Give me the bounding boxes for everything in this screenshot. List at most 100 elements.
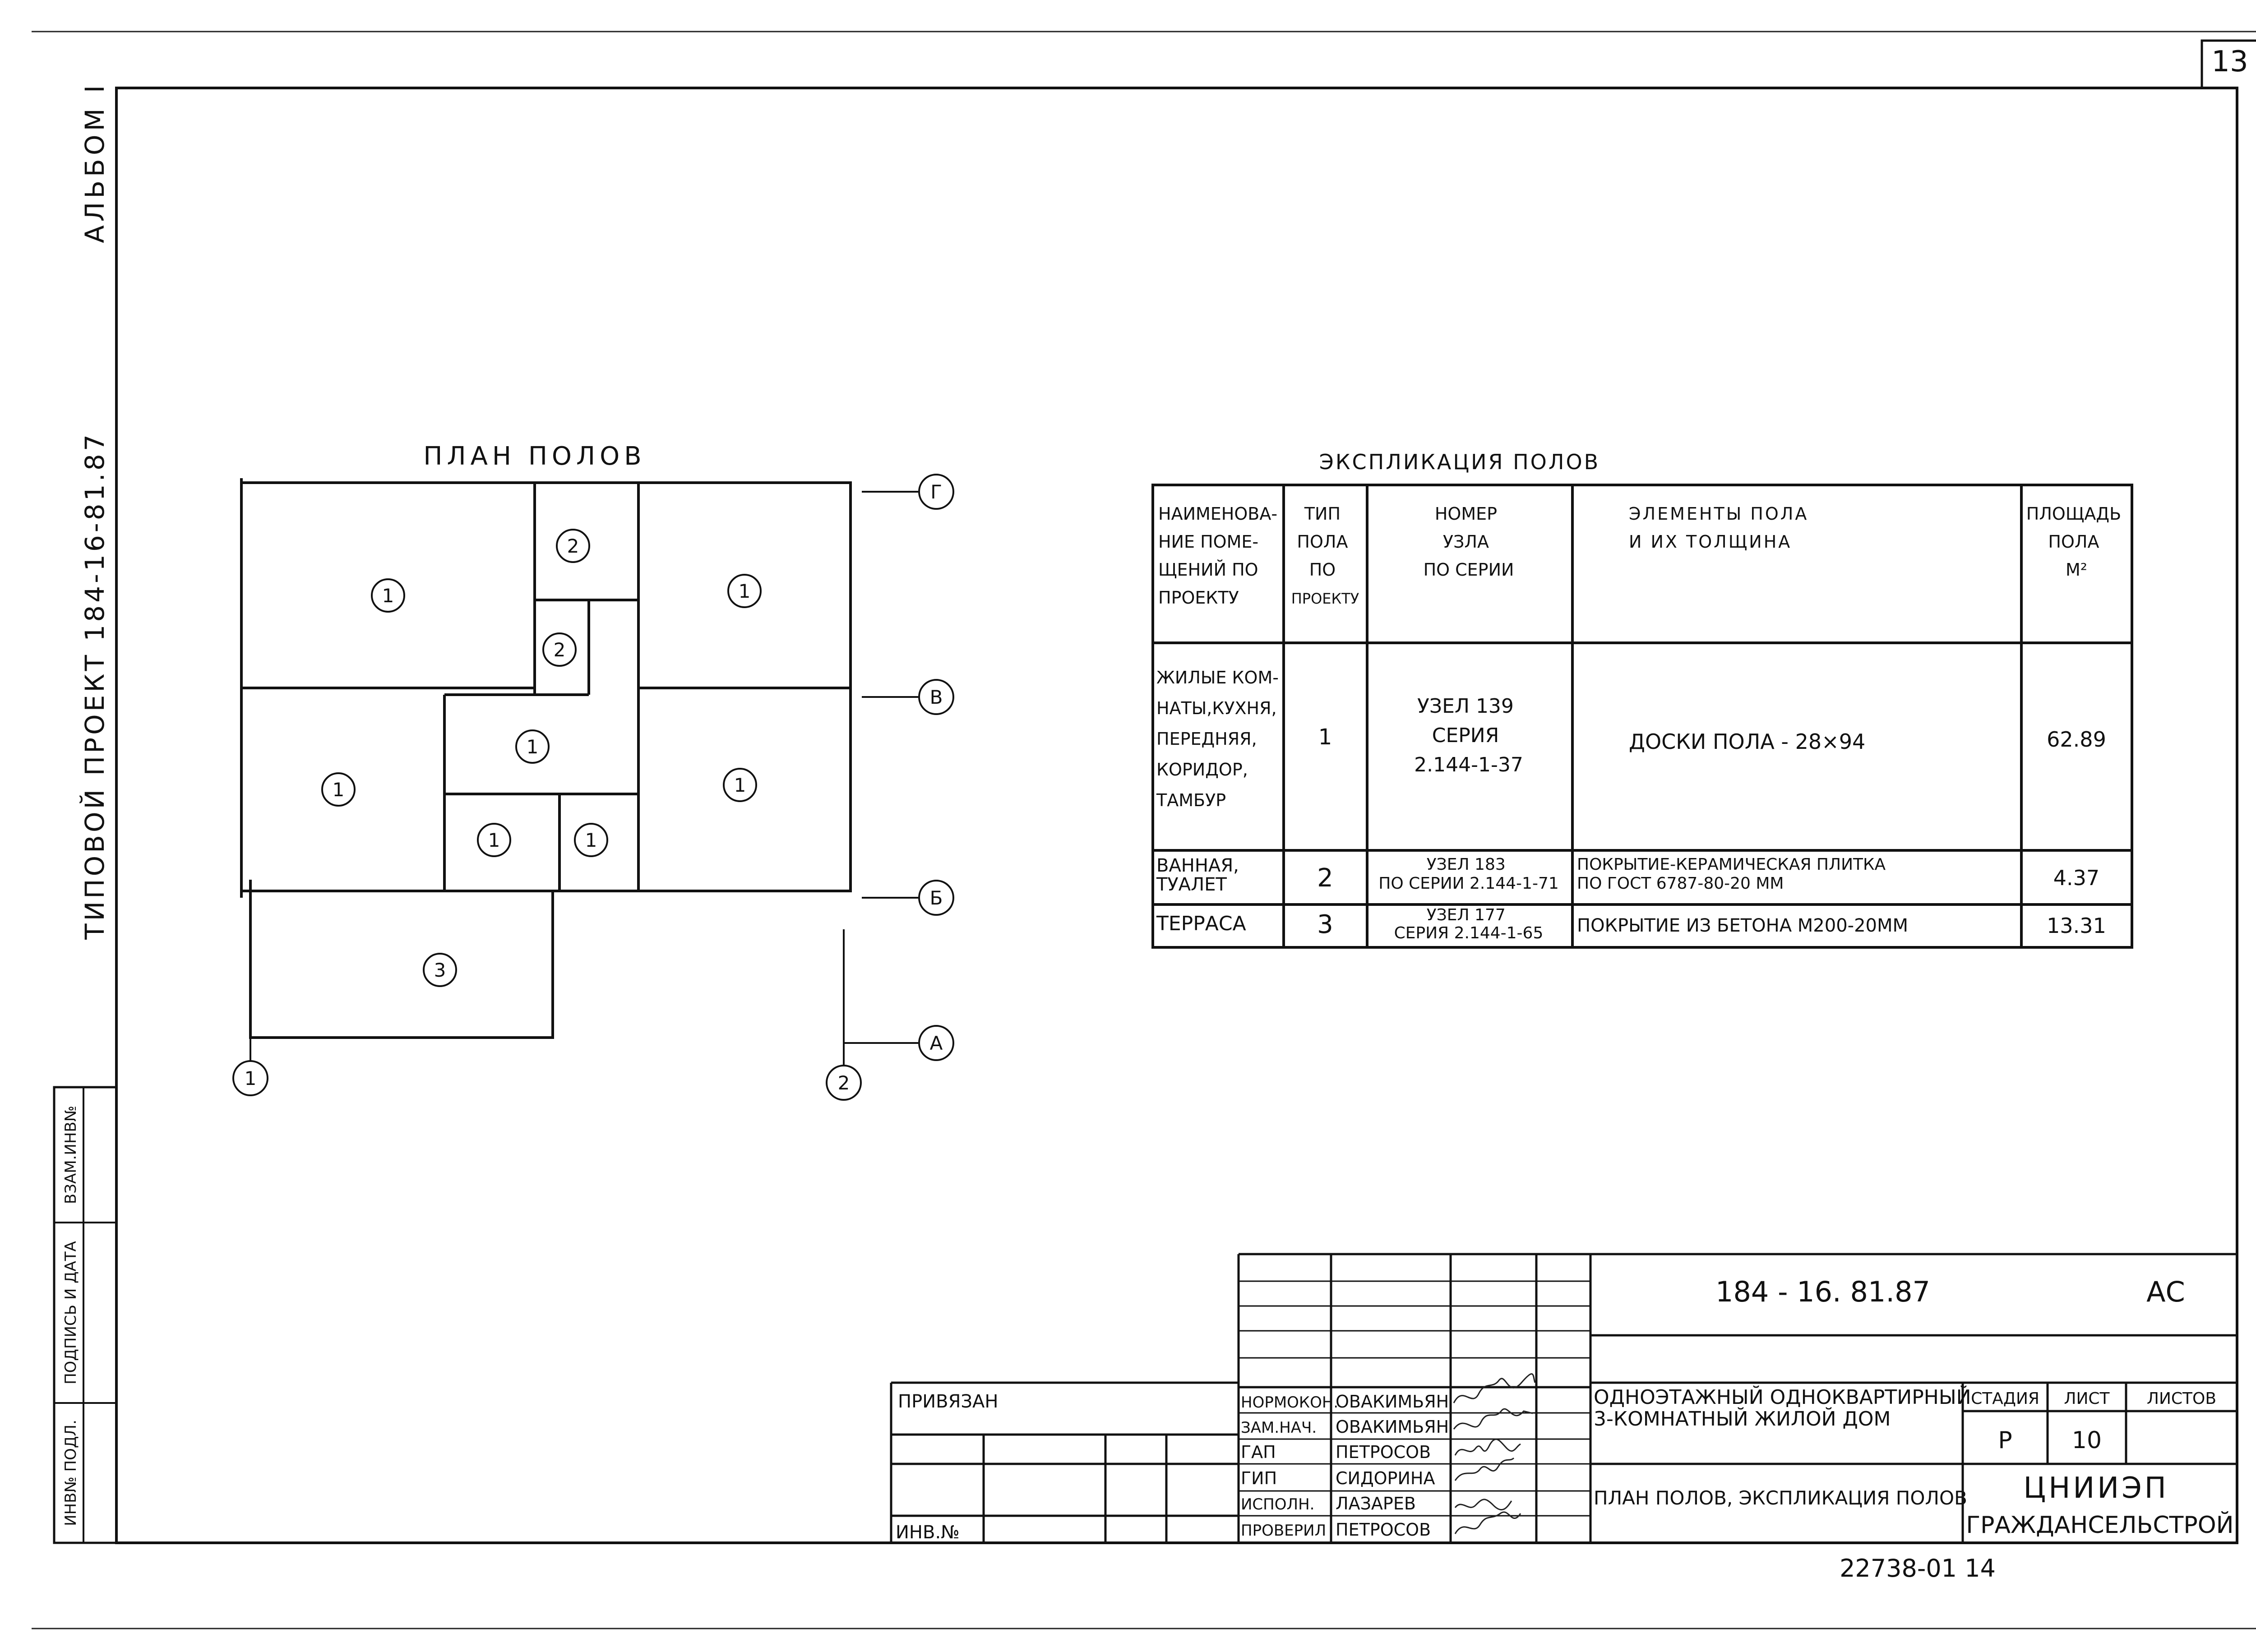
svg-text:1: 1 xyxy=(382,585,394,607)
axis-marker-a: А xyxy=(918,1025,954,1061)
axis-marker-b: Б xyxy=(918,880,954,916)
row-floor-type: 2 xyxy=(1317,863,1333,893)
plan-walls xyxy=(240,478,852,1039)
page-number-box: 13 xyxy=(2201,39,2256,88)
row-elements: ПОКРЫТИЕ ИЗ БЕТОНА М200-20ММ xyxy=(1577,915,1908,936)
table-row: ВАННАЯ, ТУАЛЕТ 2 УЗЕЛ 183 ПО СЕРИИ 2.144… xyxy=(1156,855,2099,895)
page-number: 13 xyxy=(2211,45,2248,78)
header-floor-area: ПЛОЩАДЬ ПОЛА М² xyxy=(2026,504,2127,580)
grid-axes: Г В Б А 1 2 xyxy=(232,474,954,1101)
row-room-name: ТЕРРАСА xyxy=(1156,912,1246,935)
staff-role: ГИП xyxy=(1241,1468,1277,1488)
document-mark: АС xyxy=(2146,1275,2185,1308)
staff-role: ЗАМ.НАЧ. xyxy=(1241,1419,1317,1437)
title-block-grid xyxy=(890,1253,2237,1543)
main-frame xyxy=(115,87,2238,1544)
header-floor-elements: ЭЛЕМЕНТЫ ПОЛА И ИХ ТОЛЩИНА xyxy=(1629,504,1816,552)
project-label: ТИПОВОЙ ПРОЕКТ 184-16-81.87 xyxy=(79,432,110,940)
row-area: 62.89 xyxy=(2047,727,2106,752)
side-stamp: ВЗАМ.ИНВ№ ПОДПИСЬ И ДАТА ИНВ№ ПОДЛ. xyxy=(53,1086,118,1544)
room-marker: 3 xyxy=(423,953,457,987)
staff-role: ГАП xyxy=(1241,1442,1276,1462)
organization: ЦНИИЭП ГРАЖДАНСЕЛЬСТРОЙ xyxy=(1966,1472,2233,1539)
row-area: 4.37 xyxy=(2053,866,2099,890)
svg-text:2: 2 xyxy=(567,535,579,557)
signatures xyxy=(1453,1373,1536,1534)
header-node-number: НОМЕР УЗЛА ПО СЕРИИ xyxy=(1424,504,1514,580)
row-room-name: ВАННАЯ, ТУАЛЕТ xyxy=(1156,855,1245,895)
svg-text:1: 1 xyxy=(734,774,746,796)
trim-lines xyxy=(32,31,2256,1629)
table-row: ТЕРРАСА 3 УЗЕЛ 177 СЕРИЯ 2.144-1-65 ПОКР… xyxy=(1156,906,2106,942)
svg-text:А: А xyxy=(930,1032,943,1054)
svg-text:1: 1 xyxy=(333,779,345,801)
staff-name: ПЕТРОСОВ xyxy=(1336,1520,1431,1540)
sheet-number: 10 xyxy=(2072,1427,2102,1454)
axis-marker-v: В xyxy=(918,679,954,715)
row-floor-type: 1 xyxy=(1318,724,1332,750)
axis-marker-1: 1 xyxy=(232,1060,268,1096)
svg-text:1: 1 xyxy=(739,580,751,602)
room-marker: 1 xyxy=(574,823,608,857)
room-marker: 1 xyxy=(727,574,762,608)
axis-marker-g: Г xyxy=(918,474,954,510)
staff-role: ПРОВЕРИЛ xyxy=(1241,1522,1326,1540)
title-block: 184 - 16. 81.87 АС ПРИВЯЗАН ИНВ.№ НОРМОК… xyxy=(890,1253,2237,1543)
row-elements: ДОСКИ ПОЛА - 28×94 xyxy=(1629,729,1865,754)
svg-text:2: 2 xyxy=(554,639,566,661)
svg-text:В: В xyxy=(930,686,943,708)
plan-title: ПЛАН ПОЛОВ xyxy=(423,442,646,471)
bound-label: ПРИВЯЗАН xyxy=(898,1391,998,1412)
sheet-header: ЛИСТ xyxy=(2064,1389,2110,1408)
building-description: ОДНОЭТАЖНЫЙ ОДНОКВАРТИРНЫЙ 3-КОМНАТНЫЙ Ж… xyxy=(1594,1385,1978,1431)
svg-text:1: 1 xyxy=(245,1067,257,1089)
document-code: 184 - 16. 81.87 xyxy=(1715,1275,1930,1308)
staff-name: ОВАКИМЬЯН xyxy=(1336,1392,1449,1412)
stamp-cell-original: ИНВ№ ПОДЛ. xyxy=(62,1420,80,1526)
row-elements: ПОКРЫТИЕ-КЕРАМИЧЕСКАЯ ПЛИТКА ПО ГОСТ 678… xyxy=(1577,855,1891,893)
room-marker: 1 xyxy=(723,768,757,802)
row-node: УЗЕЛ 183 ПО СЕРИИ 2.144-1-71 xyxy=(1378,855,1559,893)
explication-table: ЭКСПЛИКАЦИЯ ПОЛОВ НАИМЕНОВА- НИЕ ПОМЕ- Щ… xyxy=(1151,450,2133,949)
album-label: АЛЬБОМ I xyxy=(79,82,110,243)
row-node: УЗЕЛ 139 СЕРИЯ 2.144-1-37 xyxy=(1414,695,1523,776)
svg-text:1: 1 xyxy=(585,829,597,851)
room-marker: 1 xyxy=(321,772,356,807)
table-row: ЖИЛЫЕ КОМ- НАТЫ,КУХНЯ, ПЕРЕДНЯЯ, КОРИДОР… xyxy=(1156,668,2106,810)
svg-text:1: 1 xyxy=(488,829,500,851)
row-floor-type: 3 xyxy=(1317,910,1333,939)
svg-text:Г: Г xyxy=(930,481,942,503)
staff-name: ПЕТРОСОВ xyxy=(1336,1442,1431,1462)
staff-list: НОРМОКОН. ОВАКИМЬЯН ЗАМ.НАЧ. ОВАКИМЬЯН Г… xyxy=(1241,1392,1449,1540)
sheet-title: ПЛАН ПОЛОВ, ЭКСПЛИКАЦИЯ ПОЛОВ xyxy=(1594,1487,1967,1509)
stamp-cell-replacement: ВЗАМ.ИНВ№ xyxy=(62,1106,80,1204)
axis-marker-2: 2 xyxy=(826,1065,862,1101)
explication-header: НАИМЕНОВА- НИЕ ПОМЕ- ЩЕНИЙ ПО ПРОЕКТУ ТИ… xyxy=(1158,504,2127,608)
stage-header: СТАДИЯ xyxy=(1971,1389,2039,1408)
staff-role: ИСПОЛН. xyxy=(1241,1495,1314,1514)
room-marker: 2 xyxy=(556,529,590,563)
explication-grid xyxy=(1151,484,2133,949)
row-area: 13.31 xyxy=(2047,914,2106,938)
svg-text:Б: Б xyxy=(930,887,943,909)
header-room-name: НАИМЕНОВА- НИЕ ПОМЕ- ЩЕНИЙ ПО ПРОЕКТУ xyxy=(1158,504,1283,608)
floor-plan: ПЛАН ПОЛОВ 1 2 xyxy=(232,442,954,1101)
explication-title: ЭКСПЛИКАЦИЯ ПОЛОВ xyxy=(1319,450,1600,474)
svg-text:3: 3 xyxy=(434,959,446,981)
room-marker: 1 xyxy=(371,578,405,613)
svg-text:2: 2 xyxy=(838,1072,850,1094)
staff-name: ЛАЗАРЕВ xyxy=(1336,1494,1416,1514)
room-marker: 1 xyxy=(515,729,550,764)
room-marker: 1 xyxy=(477,823,511,857)
staff-role: НОРМОКОН. xyxy=(1241,1394,1338,1412)
room-marker: 2 xyxy=(542,632,577,667)
sheets-header: ЛИСТОВ xyxy=(2147,1389,2216,1408)
row-node: УЗЕЛ 177 СЕРИЯ 2.144-1-65 xyxy=(1394,906,1544,942)
row-room-name: ЖИЛЫЕ КОМ- НАТЫ,КУХНЯ, ПЕРЕДНЯЯ, КОРИДОР… xyxy=(1156,668,1284,810)
stage-value: Р xyxy=(1998,1427,2012,1454)
svg-text:1: 1 xyxy=(527,736,539,758)
staff-name: ОВАКИМЬЯН xyxy=(1336,1417,1449,1437)
staff-name: СИДОРИНА xyxy=(1336,1468,1435,1488)
room-markers: 1 2 2 1 1 1 1 xyxy=(321,529,762,987)
